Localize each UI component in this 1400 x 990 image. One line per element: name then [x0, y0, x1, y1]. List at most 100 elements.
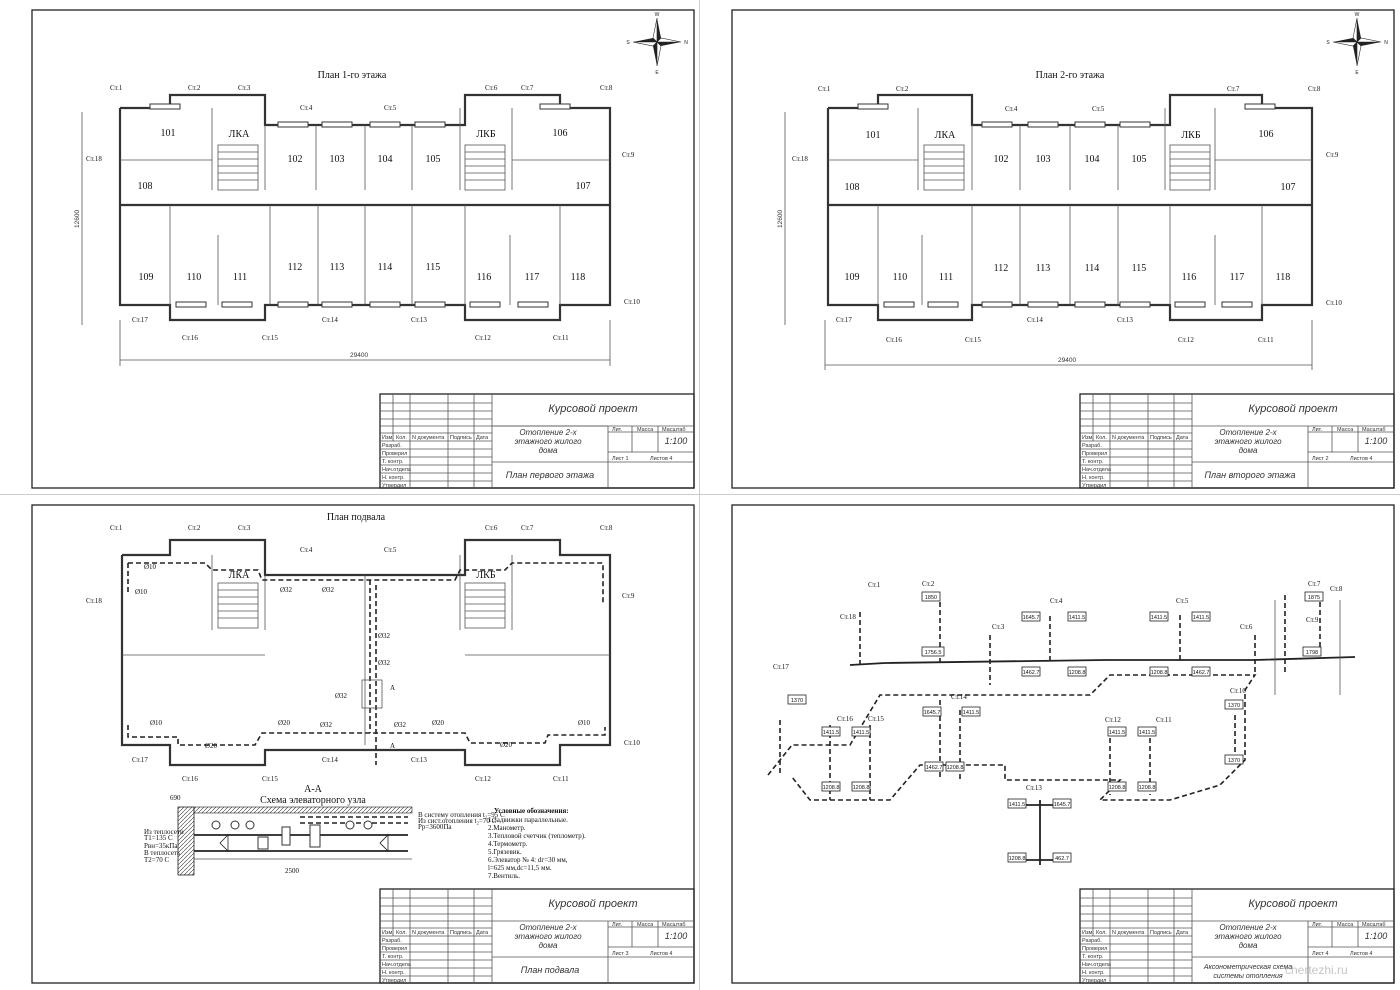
- svg-text:Ø32: Ø32: [335, 692, 348, 700]
- svg-text:Подпись: Подпись: [450, 930, 472, 936]
- svg-text:110: 110: [893, 272, 908, 283]
- svg-text:Дата: Дата: [476, 435, 489, 441]
- svg-text:106: 106: [1259, 129, 1274, 140]
- svg-text:Ст.3: Ст.3: [238, 524, 251, 532]
- svg-text:108: 108: [138, 181, 153, 192]
- svg-text:109: 109: [139, 272, 154, 283]
- svg-text:Ст.8: Ст.8: [1330, 585, 1343, 593]
- svg-text:Н. контр.: Н. контр.: [1082, 970, 1105, 976]
- svg-text:Разраб.: Разраб.: [382, 938, 402, 944]
- svg-text:Ст.11: Ст.11: [553, 775, 569, 783]
- svg-text:N: N: [1384, 40, 1388, 46]
- svg-text:Ст.10: Ст.10: [1326, 299, 1342, 307]
- svg-text:1462.7: 1462.7: [1193, 670, 1210, 676]
- svg-text:этажного жилого: этажного жилого: [514, 932, 582, 941]
- svg-text:Ст.12: Ст.12: [1105, 716, 1121, 724]
- svg-text:1370: 1370: [791, 698, 803, 704]
- svg-text:W: W: [1355, 12, 1360, 18]
- title-block: Изм. Кол. N документа Подпись Дата Разра…: [1079, 888, 1395, 984]
- svg-text:116: 116: [477, 272, 492, 283]
- svg-text:1850: 1850: [925, 595, 937, 601]
- svg-text:Ст.8: Ст.8: [1308, 85, 1321, 93]
- sheet-axonometric-scheme: 1850 1645.7 1411.5 1756.5 1462.7 1208.8 …: [700, 495, 1400, 990]
- svg-text:Ст.11: Ст.11: [1258, 336, 1274, 344]
- title-block: Изм. Кол. N документа Подпись Дата Разра…: [379, 393, 695, 489]
- svg-text:Т2=70 С: Т2=70 С: [144, 856, 169, 864]
- svg-text:ЛКБ: ЛКБ: [1181, 130, 1200, 141]
- svg-text:108: 108: [845, 182, 860, 193]
- svg-text:Лист 2: Лист 2: [1312, 456, 1329, 462]
- svg-text:Утвердил: Утвердил: [1082, 483, 1106, 489]
- svg-text:В систему отопления t₁=95 С: В систему отопления t₁=95 С: [418, 811, 505, 819]
- svg-text:1645.7: 1645.7: [1054, 802, 1071, 808]
- svg-text:Масса: Масса: [637, 922, 654, 928]
- svg-text:N документа: N документа: [1112, 930, 1145, 936]
- svg-text:Курсовой проект: Курсовой проект: [548, 898, 637, 910]
- svg-text:Ст.11: Ст.11: [553, 334, 569, 342]
- svg-text:5.Грязевик.: 5.Грязевик.: [488, 848, 522, 856]
- svg-text:Утвердил: Утвердил: [382, 978, 406, 984]
- svg-text:План первого этажа: План первого этажа: [506, 470, 594, 480]
- title-block: Изм. Кол. N документа Подпись Дата Разра…: [379, 888, 695, 984]
- svg-text:Дата: Дата: [1176, 435, 1189, 441]
- svg-text:Утвердил: Утвердил: [382, 483, 406, 489]
- svg-text:Листов 4: Листов 4: [650, 456, 672, 462]
- svg-text:1411.5: 1411.5: [1009, 802, 1025, 808]
- svg-text:Ст.13: Ст.13: [411, 316, 427, 324]
- building-outline: [120, 538, 612, 767]
- svg-text:Ø32: Ø32: [378, 632, 391, 640]
- svg-text:117: 117: [525, 272, 540, 283]
- svg-text:ЛКА: ЛКА: [935, 130, 956, 141]
- elevator-scheme-title: Схема элеваторного узла: [260, 795, 366, 806]
- svg-text:Ст.5: Ст.5: [1092, 105, 1105, 113]
- drawing-canvas: План 1-го этажа W E S N: [31, 9, 695, 489]
- svg-text:Ст.3: Ст.3: [238, 84, 251, 92]
- svg-text:112: 112: [288, 262, 303, 273]
- svg-text:118: 118: [1276, 272, 1291, 283]
- svg-text:Ст.17: Ст.17: [836, 316, 852, 324]
- svg-text:1411.5: 1411.5: [1193, 615, 1209, 621]
- svg-text:1411.5: 1411.5: [1139, 730, 1155, 736]
- svg-text:Ст.17: Ст.17: [132, 316, 148, 324]
- svg-text:1411.5: 1411.5: [1109, 730, 1125, 736]
- compass-rose-icon: W E S N: [626, 12, 688, 76]
- svg-text:Ø20: Ø20: [500, 741, 513, 749]
- svg-text:Ст.9: Ст.9: [622, 151, 635, 159]
- svg-text:Лист 3: Лист 3: [612, 951, 629, 957]
- svg-text:1798: 1798: [1306, 650, 1318, 656]
- plan-title: План подвала: [327, 512, 386, 523]
- svg-text:Ст.4: Ст.4: [1005, 105, 1018, 113]
- svg-text:Разраб.: Разраб.: [382, 443, 402, 449]
- svg-text:103: 103: [1036, 154, 1051, 165]
- axonometric-pipe-network: [767, 595, 1356, 865]
- svg-text:Ст.11: Ст.11: [1156, 716, 1172, 724]
- svg-text:Ст.3: Ст.3: [992, 623, 1005, 631]
- svg-text:N документа: N документа: [412, 930, 445, 936]
- room-lka: ЛКА: [229, 570, 250, 581]
- svg-text:1:100: 1:100: [665, 436, 688, 446]
- dimension-lines: 29400 12600: [74, 112, 611, 366]
- svg-text:Ст.9: Ст.9: [1306, 616, 1319, 624]
- svg-text:этажного жилого: этажного жилого: [1214, 932, 1282, 941]
- svg-text:Ст.14: Ст.14: [322, 316, 338, 324]
- dimension-2500: 2500: [285, 867, 300, 875]
- svg-text:ЛКБ: ЛКБ: [476, 129, 495, 140]
- svg-text:Нач.отдела: Нач.отдела: [382, 467, 412, 473]
- elevator-notes: Из теплосети Т1=135 С Рвн=35кПа В теплос…: [144, 811, 505, 864]
- svg-text:Масштаб: Масштаб: [1362, 427, 1386, 433]
- svg-text:Ст.1: Ст.1: [110, 84, 123, 92]
- svg-text:1411.5: 1411.5: [823, 730, 839, 736]
- building-outline: [826, 93, 1314, 322]
- horizontal-divider: [0, 494, 1400, 495]
- svg-text:Ø32: Ø32: [280, 586, 293, 594]
- svg-text:N документа: N документа: [1112, 435, 1145, 441]
- svg-text:Рвн=35кПа: Рвн=35кПа: [144, 842, 178, 850]
- svg-text:29400: 29400: [1058, 357, 1076, 364]
- svg-text:ЛКА: ЛКА: [229, 129, 250, 140]
- svg-text:106: 106: [553, 128, 568, 139]
- svg-text:Изм.: Изм.: [382, 930, 394, 936]
- svg-text:Лист 1: Лист 1: [612, 456, 629, 462]
- svg-text:Ст.7: Ст.7: [521, 84, 534, 92]
- svg-text:Ст.7: Ст.7: [521, 524, 534, 532]
- svg-text:Отопление 2-х: Отопление 2-х: [519, 428, 577, 437]
